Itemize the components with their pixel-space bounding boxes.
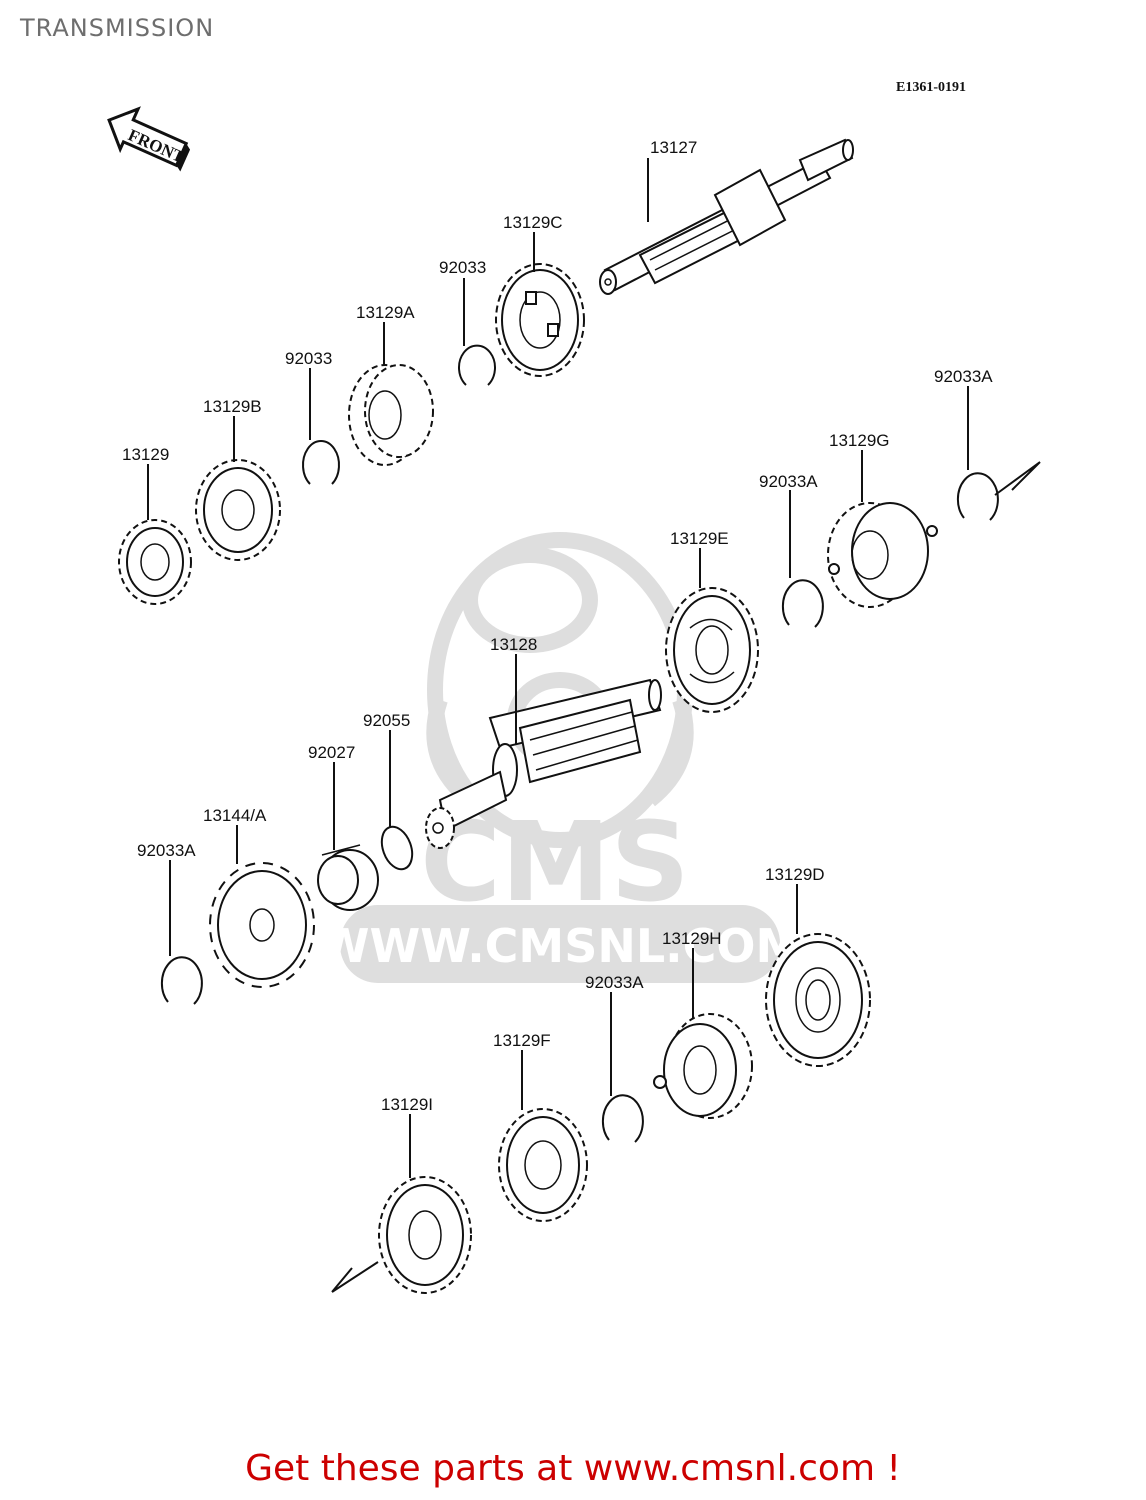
part-13129D-gear[interactable]: [765, 933, 871, 1067]
label-13129A[interactable]: 13129A: [356, 303, 415, 322]
label-13129D[interactable]: 13129D: [765, 865, 825, 884]
label-13129F[interactable]: 13129F: [493, 1031, 551, 1050]
part-92055-o-ring[interactable]: [376, 823, 417, 874]
label-13129[interactable]: 13129: [122, 445, 169, 464]
watermark-url: WWW.CMSNL.COM: [319, 919, 802, 973]
part-92033A-circlip-left[interactable]: [160, 956, 203, 1005]
part-92033-circlip-upper[interactable]: [458, 344, 496, 386]
label-13129C[interactable]: 13129C: [503, 213, 563, 232]
part-92033A-circlip-mid-right[interactable]: [781, 579, 824, 628]
label-13127[interactable]: 13127: [650, 138, 697, 157]
label-13128[interactable]: 13128: [490, 635, 537, 654]
part-13129F-gear[interactable]: [498, 1108, 588, 1222]
part-92027-collar[interactable]: [317, 844, 379, 911]
part-13129A-gear[interactable]: [348, 364, 434, 466]
label-92033-lower[interactable]: 92033: [285, 349, 332, 368]
label-92033-upper[interactable]: 92033: [439, 258, 486, 277]
front-direction-arrow: FRONT: [107, 106, 191, 172]
label-13129E[interactable]: 13129E: [670, 529, 729, 548]
footer-promo-link[interactable]: Get these parts at www.cmsnl.com !: [245, 1448, 901, 1489]
part-13129-gear[interactable]: [118, 519, 192, 605]
part-labels: 13127 13129C 92033 13129A 92033 13129B 1…: [122, 138, 993, 1114]
label-92027[interactable]: 92027: [308, 743, 355, 762]
part-13129H-gear[interactable]: [653, 1013, 753, 1119]
direction-indicator-bottom-left: [331, 1261, 379, 1293]
part-13129E-gear[interactable]: [665, 587, 759, 713]
part-92033-circlip-lower[interactable]: [302, 440, 340, 485]
label-13129I[interactable]: 13129I: [381, 1095, 433, 1114]
label-13129H[interactable]: 13129H: [662, 929, 722, 948]
part-92033A-circlip-lower[interactable]: [601, 1094, 644, 1143]
part-13129C-gear[interactable]: [495, 263, 585, 377]
part-13129I-gear[interactable]: [378, 1176, 472, 1294]
direction-indicator-top-right: [994, 461, 1041, 496]
label-13144A[interactable]: 13144/A: [203, 806, 267, 825]
label-92033A-left[interactable]: 92033A: [137, 841, 196, 860]
label-92033A-top-right[interactable]: 92033A: [934, 367, 993, 386]
leader-lines: [147, 158, 969, 1178]
part-13127-input-shaft[interactable]: [599, 138, 854, 295]
label-92033A-mid-right[interactable]: 92033A: [759, 472, 818, 491]
label-92033A-lower[interactable]: 92033A: [585, 973, 644, 992]
part-13129B-gear[interactable]: [195, 459, 281, 561]
label-92055[interactable]: 92055: [363, 711, 410, 730]
part-13144A-sprocket[interactable]: [209, 862, 315, 988]
part-13129G-gear[interactable]: [827, 502, 938, 608]
part-13128-output-shaft[interactable]: [425, 678, 662, 849]
page-title: TRANSMISSION: [20, 14, 215, 42]
part-92033A-circlip-top-right[interactable]: [956, 472, 999, 521]
label-13129G[interactable]: 13129G: [829, 431, 890, 450]
diagram-reference-code: E1361-0191: [896, 80, 966, 95]
label-13129B[interactable]: 13129B: [203, 397, 262, 416]
